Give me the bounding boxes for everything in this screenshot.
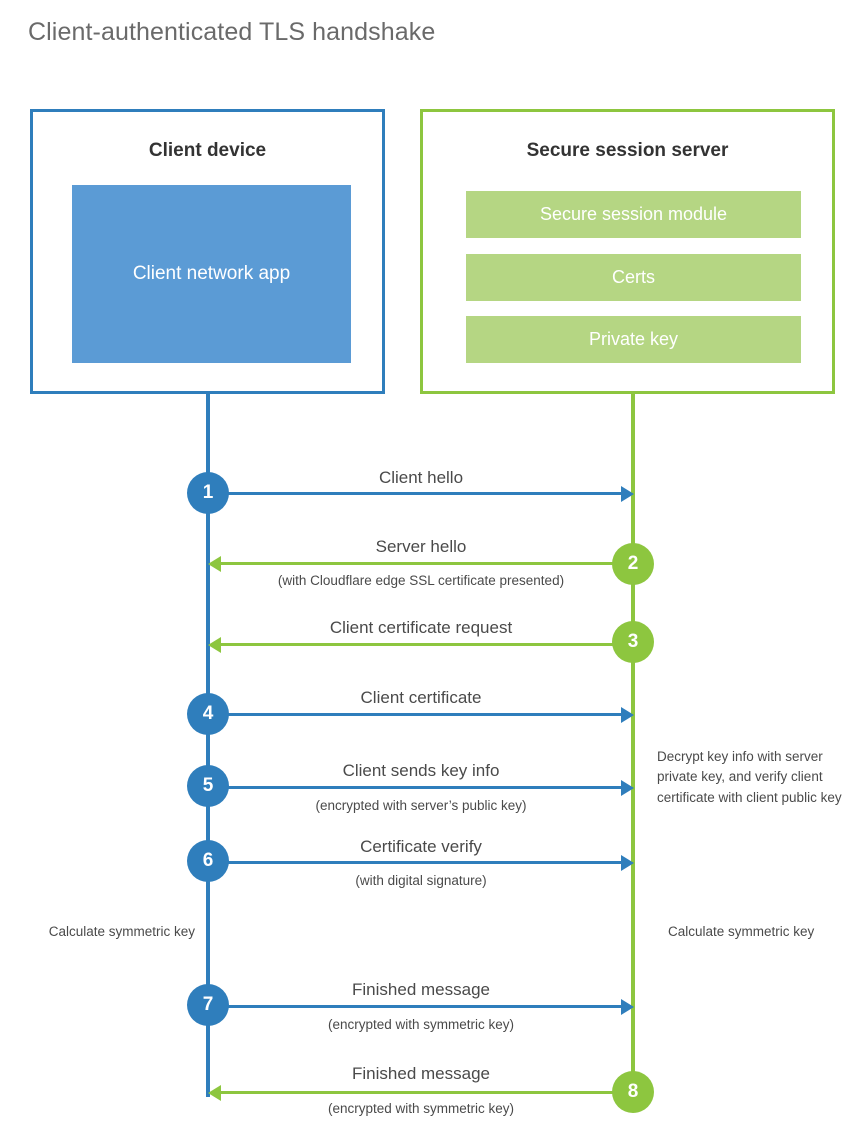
- step-6-arrow-head: [621, 855, 634, 871]
- step-5-arrow-line: [208, 786, 623, 789]
- calculate-symmetric-key-client-note: Calculate symmetric key: [48, 924, 195, 939]
- server-lifeline: [631, 391, 635, 1093]
- step-1-arrow-line: [208, 492, 623, 495]
- server-component-secure-session-module: Secure session module: [466, 191, 801, 238]
- secure-session-server-title: Secure session server: [526, 140, 729, 161]
- step-5-label: Client sends key info: [342, 761, 500, 780]
- step-5-arrow-head: [621, 780, 634, 796]
- step-1-label: Client hello: [378, 468, 464, 487]
- step-2-sublabel: (with Cloudflare edge SSL certificate pr…: [277, 573, 565, 588]
- step-6-badge: 6: [187, 840, 229, 882]
- page-title: Client-authenticated TLS handshake: [28, 18, 436, 46]
- step-3-label: Client certificate request: [329, 618, 513, 637]
- step-3-badge: 3: [612, 621, 654, 663]
- step-2-arrow-head: [208, 556, 221, 572]
- step-5-sublabel: (encrypted with server’s public key): [315, 798, 527, 813]
- client-network-app-block: Client network app: [72, 185, 351, 363]
- decrypt-key-info-note: Decrypt key info with server private key…: [657, 749, 842, 805]
- step-8-badge: 8: [612, 1071, 654, 1113]
- step-8-arrow-head: [208, 1085, 221, 1101]
- secure-session-server-box: Secure session server Secure session mod…: [420, 109, 835, 394]
- step-1-arrow-head: [621, 486, 634, 502]
- step-5-badge: 5: [187, 765, 229, 807]
- step-3-arrow-line: [221, 643, 633, 646]
- step-4-label: Client certificate: [360, 688, 482, 707]
- step-7-arrow-line: [208, 1005, 623, 1008]
- client-lifeline: [206, 391, 210, 1097]
- calculate-symmetric-key-server-note: Calculate symmetric key: [668, 924, 815, 939]
- step-1-badge: 1: [187, 472, 229, 514]
- step-8-arrow-line: [221, 1091, 633, 1094]
- step-7-label: Finished message: [352, 980, 490, 999]
- step-4-arrow-head: [621, 707, 634, 723]
- step-2-label: Server hello: [375, 537, 467, 556]
- client-device-box: Client device Client network app: [30, 109, 385, 394]
- step-8-label: Finished message: [352, 1064, 490, 1083]
- step-6-arrow-line: [208, 861, 623, 864]
- step-3-arrow-head: [208, 637, 221, 653]
- step-8-sublabel: (encrypted with symmetric key): [327, 1101, 515, 1116]
- step-2-badge: 2: [612, 543, 654, 585]
- step-6-label: Certificate verify: [360, 837, 482, 856]
- step-4-badge: 4: [187, 693, 229, 735]
- server-component-private-key: Private key: [466, 316, 801, 363]
- step-7-arrow-head: [621, 999, 634, 1015]
- step-4-arrow-line: [208, 713, 623, 716]
- step-6-sublabel: (with digital signature): [355, 873, 487, 888]
- step-2-arrow-line: [221, 562, 633, 565]
- client-device-title: Client device: [148, 140, 267, 161]
- server-component-certs: Certs: [466, 254, 801, 301]
- step-7-badge: 7: [187, 984, 229, 1026]
- step-7-sublabel: (encrypted with symmetric key): [327, 1017, 515, 1032]
